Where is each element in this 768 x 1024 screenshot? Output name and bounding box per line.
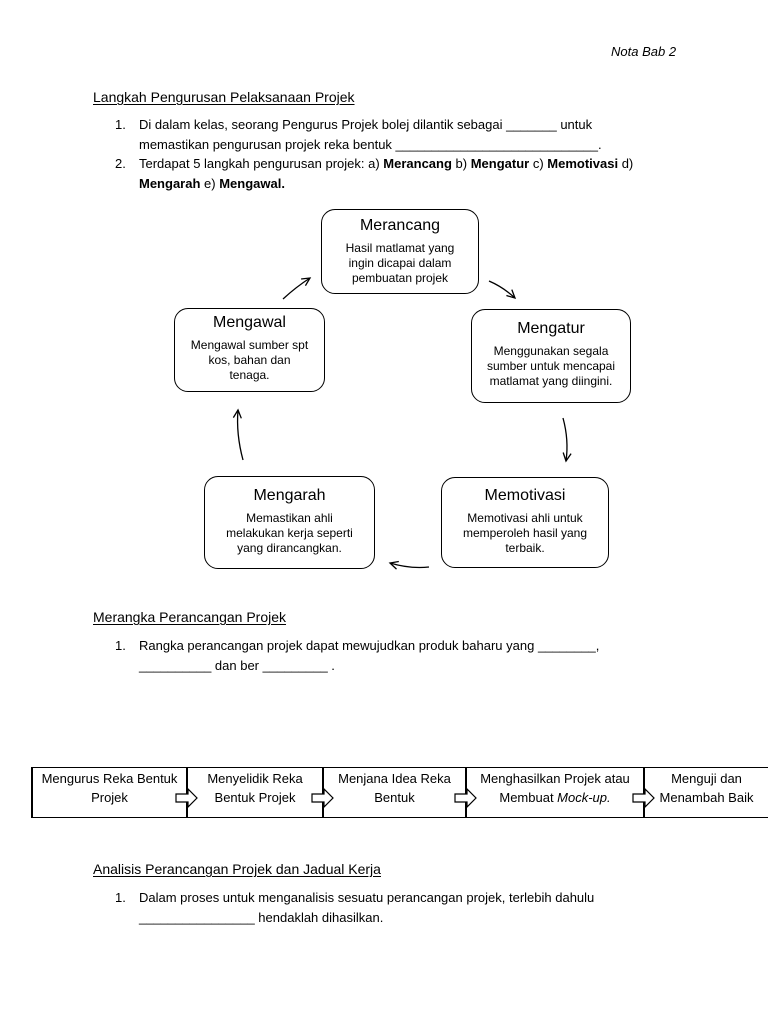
step-name-merancang: Merancang [383, 156, 452, 171]
step-description: Memastikan ahli melakukan kerja seperti … [205, 511, 374, 556]
flow-step-line: Bentuk [374, 790, 415, 805]
section-heading-langkah-pengurusan: Langkah Pengurusan Pelaksanaan Projek [93, 89, 355, 105]
step-name-memotivasi: Memotivasi [547, 156, 619, 171]
step-description-line: sumber untuk mencapai [486, 359, 616, 373]
arrow-memotivasi-to-mengarah [388, 560, 430, 570]
list-item-text-line: Dalam proses untuk menganalisis sesuatu … [139, 890, 595, 905]
step-description-line: Memotivasi ahli untuk [467, 511, 583, 525]
section-heading-merangka-perancangan: Merangka Perancangan Projek [93, 609, 287, 625]
step-box-mengawal: Mengawal Mengawal sumber spt kos, bahan … [174, 308, 325, 392]
step-title: Mengawal [213, 314, 286, 331]
step-box-mengarah: Mengarah Memastikan ahli melakukan kerja… [204, 476, 375, 569]
step-description-line: Mengawal sumber spt [190, 338, 309, 352]
flow-step-line: Menghasilkan Projek atau [480, 771, 630, 786]
step-title: Memotivasi [484, 487, 566, 504]
list-item-number: 1. [115, 638, 126, 653]
step-description-line: memperoleh hasil yang [462, 526, 588, 540]
flow-step-line: Bentuk Projek [214, 790, 296, 805]
list-item-text-line: Di dalam kelas, seorang Pengurus Projek … [139, 117, 593, 132]
arrow-merancang-to-mengatur [488, 280, 517, 299]
step-description: Memotivasi ahli untuk memperoleh hasil y… [442, 511, 608, 556]
flow-step-line: Menambah Baik [659, 790, 754, 805]
arrow-mengatur-to-memotivasi [562, 417, 572, 463]
flow-step-mengurus-reka-bentuk: Mengurus Reka Bentuk Projek [31, 767, 186, 818]
step-description: Menggunakan segala sumber untuk mencapai… [472, 344, 630, 389]
step-title: Mengatur [517, 320, 585, 337]
step-description-line: pembuatan projek [351, 271, 449, 285]
flow-step-text-segment: Membuat [499, 790, 558, 805]
arrow-mengawal-to-merancang [282, 277, 312, 300]
flow-step-menguji: Menguji dan Menambah Baik [643, 767, 768, 818]
step-description-line: tenaga. [229, 368, 270, 382]
step-description-line: matlamat yang diingini. [489, 374, 613, 388]
step-description-line: terbaik. [505, 541, 545, 555]
step-description: Hasil matlamat yang ingin dicapai dalam … [322, 241, 478, 286]
step-title: Mengarah [253, 487, 326, 504]
list-item-text-line: Terdapat 5 langkah pengurusan projek: a)… [139, 156, 633, 172]
flow-step-menjana-idea: Menjana Idea Reka Bentuk [322, 767, 465, 818]
chapter-note-label: Nota Bab 2 [611, 44, 677, 59]
step-description-line: Hasil matlamat yang [345, 241, 455, 255]
flow-step-menghasilkan-projek: Menghasilkan Projek atau Membuat Mock-up… [465, 767, 643, 818]
list-item-text-line: Mengarah e) Mengawal. [139, 176, 285, 192]
step-description-line: Menggunakan segala [493, 344, 609, 358]
step-description-line: melakukan kerja seperti [226, 526, 353, 540]
item-text-segment: e) [200, 176, 220, 191]
step-name-mengarah: Mengarah [139, 176, 201, 191]
list-item-text-line: ________________ hendaklah dihasilkan. [139, 910, 384, 925]
list-item-text-line: memastikan pengurusan projek reka bentuk… [139, 137, 602, 152]
item-text-segment: Terdapat 5 langkah pengurusan projek: a) [139, 156, 384, 171]
list-item-text-line: __________ dan ber _________ . [139, 658, 335, 673]
step-box-memotivasi: Memotivasi Memotivasi ahli untuk mempero… [441, 477, 609, 568]
flow-step-line: Mengurus Reka Bentuk [41, 771, 178, 786]
list-item-text-line: Rangka perancangan projek dapat mewujudk… [139, 638, 600, 653]
list-item-number: 2. [115, 156, 126, 171]
step-description-line: Memastikan ahli [246, 511, 333, 525]
item-text-segment: c) [529, 156, 548, 171]
step-title: Merancang [359, 217, 441, 234]
flow-step-line: Menjana Idea Reka [338, 771, 451, 786]
flow-step-menyelidik: Menyelidik Reka Bentuk Projek [186, 767, 322, 818]
step-description-line: yang dirancangkan. [237, 541, 342, 555]
item-text-segment: b) [451, 156, 471, 171]
flow-step-line: Menguji dan [671, 771, 742, 786]
step-description: Mengawal sumber spt kos, bahan dan tenag… [175, 338, 324, 383]
step-name-mengawal: Mengawal. [219, 176, 285, 191]
flow-step-italic-term: Mock-up. [557, 790, 611, 805]
step-description-line: kos, bahan dan [208, 353, 291, 367]
list-item-number: 1. [115, 890, 126, 905]
list-item-number: 1. [115, 117, 126, 132]
flow-step-line: Membuat Mock-up. [467, 788, 643, 807]
step-name-mengatur: Mengatur [470, 156, 530, 171]
flow-step-line: Projek [91, 790, 128, 805]
section-heading-analisis-perancangan: Analisis Perancangan Projek dan Jadual K… [93, 861, 381, 877]
step-box-merancang: Merancang Hasil matlamat yang ingin dica… [321, 209, 479, 294]
step-box-mengatur: Mengatur Menggunakan segala sumber untuk… [471, 309, 631, 403]
item-text-segment: d) [618, 156, 634, 171]
step-description-line: ingin dicapai dalam [348, 256, 452, 270]
arrow-mengarah-to-mengawal [232, 408, 244, 461]
flow-step-line: Menyelidik Reka [207, 771, 303, 786]
